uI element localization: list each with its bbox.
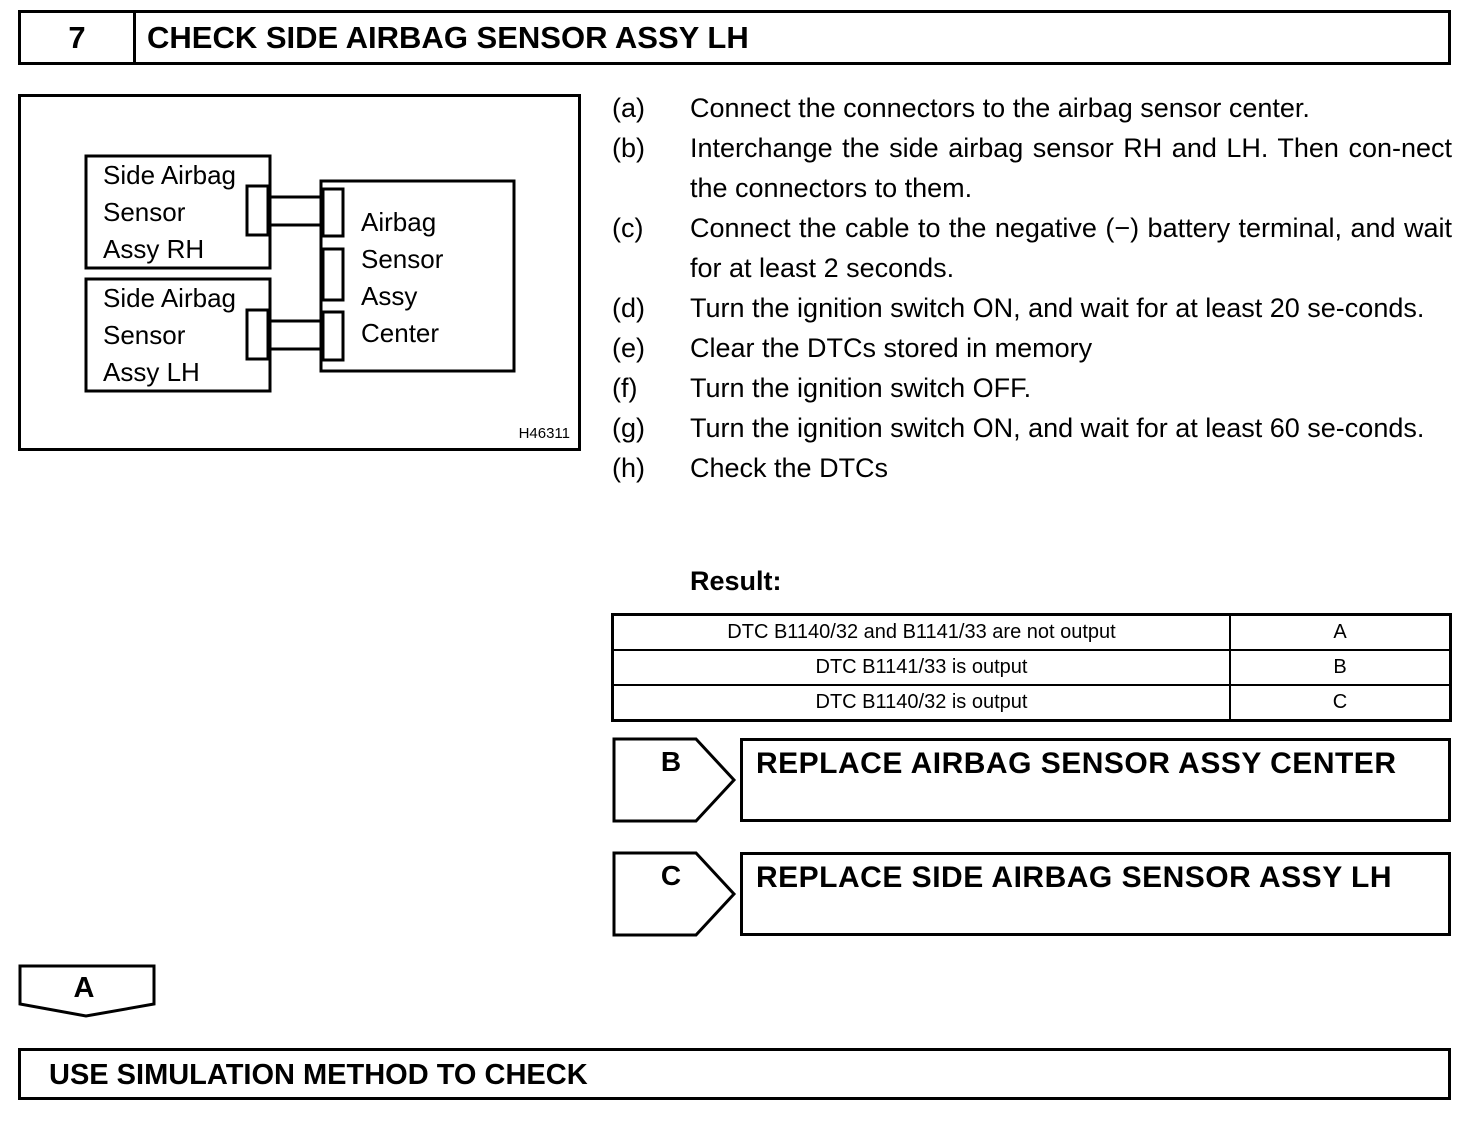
step-text: Check the DTCs: [690, 453, 889, 483]
center-connector-1: [321, 187, 345, 238]
step-title: CHECK SIDE AIRBAG SENSOR ASSY LH: [147, 19, 749, 55]
result-condition: DTC B1140/32 is output: [611, 684, 1231, 722]
step-text: Connect the connectors to the airbag sen…: [690, 93, 1310, 123]
sensor-rh-connector: [245, 184, 270, 237]
step-letter: (d): [612, 293, 645, 323]
table-row: DTC B1140/32 is output C: [611, 684, 1452, 722]
sensor-rh-line-3: Assy RH: [103, 234, 205, 264]
continue-a-arrow-icon: [18, 964, 156, 1018]
step-text: Clear the DTCs stored in memory: [690, 333, 1093, 363]
wiring-diagram-lines: [84, 154, 516, 393]
step-text: Interchange the side airbag sensor RH an…: [690, 133, 1452, 203]
step-letter: (f): [612, 373, 638, 403]
step-text: Turn the ignition switch ON, and wait fo…: [690, 293, 1425, 323]
continue-a-letter: A: [73, 972, 95, 1004]
step-item: (e) Clear the DTCs stored in memory: [612, 328, 1452, 368]
center-line-1: Airbag: [361, 207, 437, 237]
result-code: C: [1229, 684, 1452, 722]
sensor-lh-line-3: Assy LH: [103, 357, 200, 387]
sensor-lh-line-2: Sensor: [103, 320, 186, 350]
table-row: DTC B1141/33 is output B: [611, 649, 1452, 686]
action-b-text: REPLACE AIRBAG SENSOR ASSY CENTER: [756, 747, 1397, 780]
action-box-b: REPLACE AIRBAG SENSOR ASSY CENTER: [740, 738, 1451, 822]
step-letter: (c): [612, 213, 644, 243]
step-letter: (b): [612, 133, 645, 163]
center-box: [319, 179, 516, 373]
step-text: Turn the ignition switch ON, and wait fo…: [690, 413, 1425, 443]
final-action-text: USE SIMULATION METHOD TO CHECK: [49, 1059, 588, 1091]
step-text: Connect the cable to the negative (−) ba…: [690, 213, 1452, 283]
center-label: Airbag Sensor Assy Center: [361, 204, 443, 352]
figure-id: H46311: [518, 425, 570, 442]
wiring-diagram: Side Airbag Sensor Assy RH Side Airbag S…: [18, 94, 581, 451]
step-item: (a) Connect the connectors to the airbag…: [612, 88, 1452, 128]
result-table: DTC B1140/32 and B1141/33 are not output…: [611, 613, 1452, 722]
sensor-rh-box: [84, 154, 272, 270]
sensor-lh-line-1: Side Airbag: [103, 283, 236, 313]
sensor-lh-label: Side Airbag Sensor Assy LH: [103, 280, 236, 391]
procedure-steps: (a) Connect the connectors to the airbag…: [612, 88, 1452, 488]
result-code: B: [1229, 649, 1452, 686]
branch-b-letter: B: [660, 746, 682, 777]
center-line-3: Assy: [361, 281, 418, 311]
center-connector-3: [321, 310, 345, 362]
branch-c-arrow-icon: [612, 851, 737, 937]
step-item: (b) Interchange the side airbag sensor R…: [612, 128, 1452, 208]
step-letter: (g): [612, 413, 645, 443]
action-box-c: REPLACE SIDE AIRBAG SENSOR ASSY LH: [740, 852, 1451, 936]
center-line-4: Center: [361, 318, 440, 348]
final-action-box: USE SIMULATION METHOD TO CHECK: [18, 1048, 1451, 1100]
branch-b-arrow-icon: [612, 737, 737, 823]
step-letter: (h): [612, 453, 645, 483]
step-item: (h) Check the DTCs: [612, 448, 1452, 488]
center-connector-2: [321, 247, 345, 302]
sensor-rh-line-1: Side Airbag: [103, 160, 236, 190]
step-item: (f) Turn the ignition switch OFF.: [612, 368, 1452, 408]
step-item: (d) Turn the ignition switch ON, and wai…: [612, 288, 1452, 328]
result-label: Result:: [690, 566, 782, 596]
sensor-lh-connector: [245, 308, 270, 361]
step-header: 7 CHECK SIDE AIRBAG SENSOR ASSY LH: [18, 10, 1451, 65]
action-c-text: REPLACE SIDE AIRBAG SENSOR ASSY LH: [756, 861, 1392, 894]
branch-c-letter: C: [660, 860, 682, 891]
sensor-rh-label: Side Airbag Sensor Assy RH: [103, 157, 236, 268]
table-row: DTC B1140/32 and B1141/33 are not output…: [611, 613, 1452, 651]
step-letter: (e): [612, 333, 645, 363]
step-letter: (a): [612, 93, 645, 123]
result-condition: DTC B1140/32 and B1141/33 are not output: [611, 613, 1231, 651]
center-line-2: Sensor: [361, 244, 444, 274]
step-item: (g) Turn the ignition switch ON, and wai…: [612, 408, 1452, 448]
result-code: A: [1229, 613, 1452, 651]
step-number: 7: [21, 13, 136, 62]
sensor-lh-box: [84, 277, 272, 393]
step-text: Turn the ignition switch OFF.: [690, 373, 1032, 403]
step-item: (c) Connect the cable to the negative (−…: [612, 208, 1452, 288]
result-condition: DTC B1141/33 is output: [611, 649, 1231, 686]
sensor-rh-line-2: Sensor: [103, 197, 186, 227]
